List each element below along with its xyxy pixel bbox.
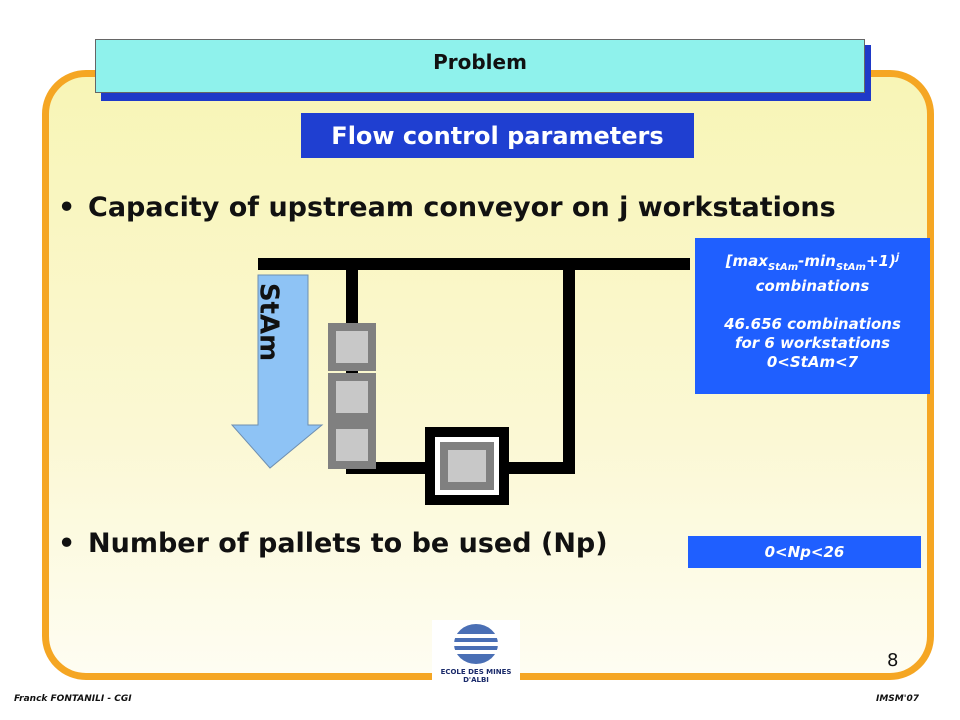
bullet-text: Number of pallets to be used (Np) bbox=[88, 528, 608, 559]
workstations-count: for 6 workstations bbox=[734, 334, 891, 352]
section-subtitle: Flow control parameters bbox=[301, 113, 694, 158]
stam-range: 0<StAm<7 bbox=[766, 353, 859, 371]
footer-conference: IMSM'07 bbox=[876, 694, 920, 704]
footer-author: Franck FONTANILI - CGI bbox=[14, 694, 132, 704]
combinations-formula: [maxStAm-minStAm+1)j bbox=[725, 252, 900, 273]
school-logo: ECOLE DES MINES D'ALBI bbox=[432, 620, 520, 686]
pallet-stack bbox=[328, 323, 376, 469]
bullet-pallets: • Number of pallets to be used (Np) bbox=[58, 528, 608, 559]
bullet-dot: • bbox=[58, 528, 76, 559]
combinations-label: combinations bbox=[755, 277, 870, 295]
combinations-count: 46.656 combinations bbox=[724, 315, 901, 333]
logo-text: ECOLE DES MINES D'ALBI bbox=[440, 668, 512, 684]
page-number: 8 bbox=[887, 650, 899, 671]
bullet-capacity: • Capacity of upstream conveyor on j work… bbox=[58, 192, 836, 223]
logo-emblem-icon bbox=[452, 624, 500, 664]
workstation-icon bbox=[425, 427, 509, 505]
main-conveyor-line bbox=[258, 258, 690, 270]
combinations-infobox: [maxStAm-minStAm+1)j combinations 46.656… bbox=[695, 238, 930, 394]
bullet-text: Capacity of upstream conveyor on j works… bbox=[88, 192, 836, 223]
pallets-range: 0<Np<26 bbox=[764, 543, 845, 561]
pallets-infobox: 0<Np<26 bbox=[688, 536, 921, 568]
right-conveyor-line bbox=[563, 258, 575, 474]
arrow-label: StAm bbox=[254, 283, 284, 361]
bullet-dot: • bbox=[58, 192, 76, 223]
title-bar: Problem bbox=[95, 39, 865, 93]
flow-arrow-icon bbox=[230, 274, 324, 469]
slide-title: Problem bbox=[433, 50, 527, 74]
